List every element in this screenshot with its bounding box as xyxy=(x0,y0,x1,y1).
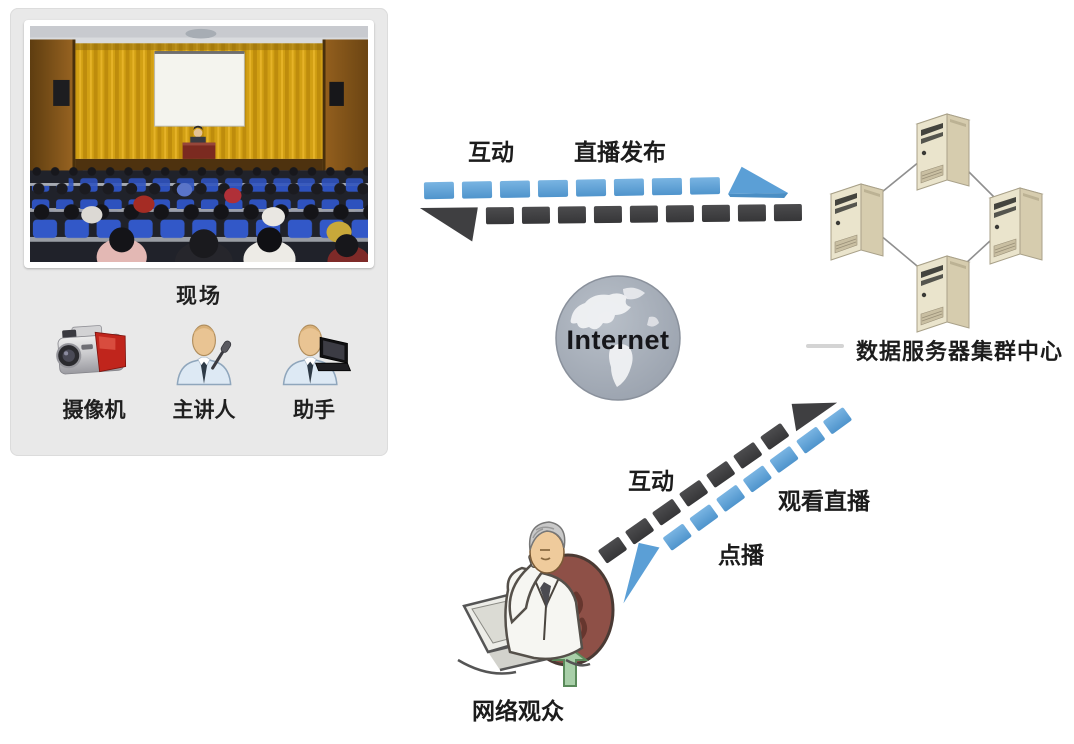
bottom-interaction-arrow xyxy=(592,381,846,576)
label-dash-mark xyxy=(806,344,844,348)
internet-label: Internet xyxy=(566,325,670,355)
scene-icons-row: 摄像机 主讲人 xyxy=(44,316,364,424)
server-icon-left xyxy=(830,183,884,261)
viewer-label: 网络观众 xyxy=(472,698,564,724)
scene-panel: 现场 xyxy=(10,8,388,456)
assistant-label: 助手 xyxy=(293,399,335,422)
publish-arrowhead xyxy=(728,166,789,199)
watch-arrow xyxy=(599,399,859,605)
top-interaction-arrow xyxy=(419,196,804,244)
lecture-hall-photo-image xyxy=(30,26,368,262)
camera-label: 摄像机 xyxy=(62,399,126,422)
server-icon-right xyxy=(989,187,1043,265)
presenter-icon xyxy=(176,324,232,386)
presenter-item: 主讲人 xyxy=(154,316,254,424)
watch-live-label: 观看直播 xyxy=(778,488,870,514)
server-cluster xyxy=(830,113,1043,333)
publish-label: 直播发布 xyxy=(574,139,666,165)
lecture-hall-photo xyxy=(24,20,374,268)
publish-arrow xyxy=(423,165,803,214)
server-icon-top xyxy=(916,113,970,191)
watch-arrowhead xyxy=(623,542,660,604)
bottom-interaction-arrowhead xyxy=(791,402,838,432)
assistant-item: 助手 xyxy=(264,316,364,424)
presenter-label: 主讲人 xyxy=(172,399,236,422)
top-interaction-arrowhead xyxy=(419,207,478,242)
bottom-interaction-label: 互动 xyxy=(628,468,674,494)
viewer-person-icon xyxy=(457,521,615,687)
top-interaction-label: 互动 xyxy=(468,139,514,165)
camera-icon xyxy=(56,325,127,375)
assistant-icon xyxy=(282,324,352,386)
scene-caption: 现场 xyxy=(176,285,222,308)
server-icon-bottom xyxy=(916,255,970,333)
camera-item: 摄像机 xyxy=(44,316,144,424)
internet-globe-icon xyxy=(555,275,681,401)
vod-label: 点播 xyxy=(718,542,764,568)
cluster-label: 数据服务器集群中心 xyxy=(856,339,1064,364)
